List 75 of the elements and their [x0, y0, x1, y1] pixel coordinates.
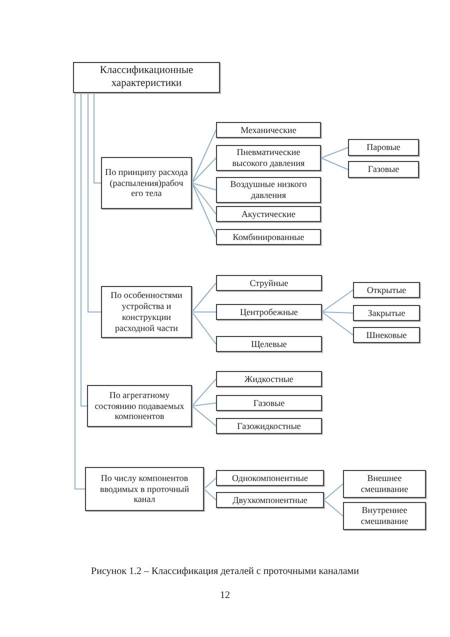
- connector-line: [320, 147, 348, 158]
- category-box: [73, 62, 220, 93]
- category-text: Закрытые: [368, 308, 406, 318]
- category-text: Воздушные низкого давления: [229, 179, 308, 201]
- figure-caption: Рисунок 1.2 – Классификация деталей с проточными каналами: [90, 566, 360, 577]
- connector-line: [192, 182, 216, 190]
- category-box: [216, 492, 324, 508]
- connector-line: [192, 158, 216, 184]
- connector-line: [88, 92, 102, 312]
- category-box: [353, 327, 420, 343]
- connector-line: [192, 312, 216, 344]
- connector-line: [192, 378, 216, 406]
- category-box: [343, 502, 426, 530]
- connector-line: [320, 158, 348, 170]
- category-text: Однокомпонентные: [232, 472, 308, 484]
- category-box: [216, 395, 322, 411]
- category-text: Комбинированные: [232, 232, 304, 242]
- connector-line: [324, 500, 344, 516]
- category-box: [216, 470, 324, 486]
- category-text: Щелевые: [251, 338, 287, 350]
- connector-line: [322, 312, 354, 336]
- connector-line: [192, 182, 216, 238]
- category-box: [101, 157, 192, 209]
- connector-line: [192, 406, 216, 426]
- category-text: Открытые: [366, 284, 406, 296]
- connector-line: [74, 92, 86, 490]
- category-text: Газовые: [368, 164, 400, 175]
- category-box: [216, 304, 322, 320]
- category-text: По особенностями устройства и конструкции расходной части: [110, 290, 184, 334]
- category-box: [216, 371, 322, 387]
- category-text: Внутреннее смешивание: [360, 505, 410, 527]
- connector-line: [204, 478, 216, 490]
- category-text: По агрегатному состоянию подаваемых компонентов: [94, 390, 186, 422]
- category-text: По принципу расхода (распыления)рабоч его тела: [105, 166, 188, 200]
- category-box: [85, 467, 204, 511]
- category-box: [216, 177, 321, 203]
- category-text: Шнековые: [366, 330, 407, 340]
- category-box: [343, 470, 426, 498]
- category-text: Струйные: [250, 278, 288, 288]
- category-text: Двухкомпонентные: [232, 494, 308, 506]
- category-text: Газовые: [253, 398, 285, 408]
- category-box: [353, 282, 420, 298]
- category-text: Паровые: [366, 142, 400, 153]
- category-box: [216, 275, 322, 291]
- category-text: Газожидкостные: [237, 420, 301, 432]
- connector-line: [322, 312, 354, 314]
- connector-line: [324, 484, 344, 500]
- category-box: [216, 122, 321, 138]
- category-text: Внешнее смешивание: [360, 473, 410, 495]
- connector-line: [322, 290, 354, 312]
- category-text: Механические: [240, 124, 296, 136]
- connector-line: [192, 402, 216, 406]
- category-text: По числу компонентов вводимых в проточный канал: [98, 472, 190, 506]
- category-text: Пневматические высокого давления: [231, 147, 306, 169]
- category-box: [353, 305, 420, 321]
- category-box: [101, 286, 192, 338]
- connector-line: [204, 488, 216, 500]
- category-box: [216, 206, 321, 222]
- category-box: [216, 418, 322, 434]
- category-text: Центробежные: [240, 306, 298, 318]
- connector-line: [192, 182, 216, 214]
- connector-line: [94, 92, 102, 184]
- category-box: [216, 229, 321, 245]
- category-box: [348, 139, 419, 156]
- category-box: [216, 145, 321, 171]
- category-text: Классификационные характеристики: [98, 64, 194, 90]
- connector-line: [192, 282, 216, 312]
- page-number: 12: [219, 590, 231, 601]
- category-text: Акустические: [242, 208, 296, 220]
- category-box: [216, 336, 322, 352]
- connector-line: [80, 92, 88, 406]
- category-box: [348, 161, 419, 178]
- category-box: [87, 385, 192, 427]
- connector-line: [192, 130, 216, 184]
- category-text: Жидкостные: [244, 374, 294, 384]
